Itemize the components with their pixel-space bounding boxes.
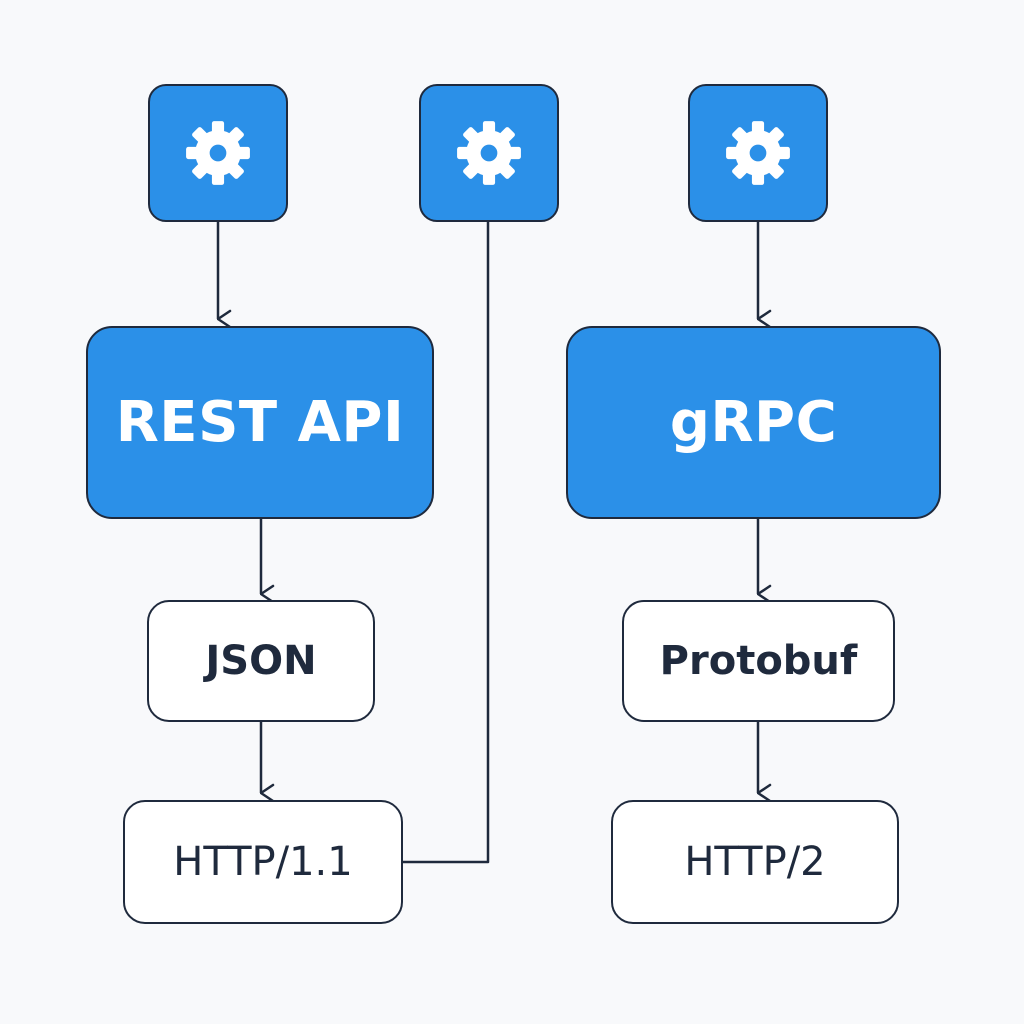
service-box-right (688, 84, 828, 222)
service-box-left (148, 84, 288, 222)
gear-icon (186, 121, 250, 185)
grpc-label: gRPC (669, 390, 838, 455)
gear-icon (457, 121, 521, 185)
rest-api-box: REST API (86, 326, 434, 519)
protobuf-label: Protobuf (659, 638, 858, 684)
http11-label: HTTP/1.1 (173, 839, 353, 885)
http11-box: HTTP/1.1 (123, 800, 403, 924)
gear-icon (726, 121, 790, 185)
http2-box: HTTP/2 (611, 800, 899, 924)
service-box-middle (419, 84, 559, 222)
connector-middle-gear-to-http11 (403, 222, 490, 864)
rest-api-label: REST API (115, 390, 405, 455)
http2-label: HTTP/2 (684, 839, 826, 885)
json-box: JSON (147, 600, 375, 722)
protobuf-box: Protobuf (622, 600, 895, 722)
json-label: JSON (205, 638, 317, 684)
grpc-box: gRPC (566, 326, 941, 519)
